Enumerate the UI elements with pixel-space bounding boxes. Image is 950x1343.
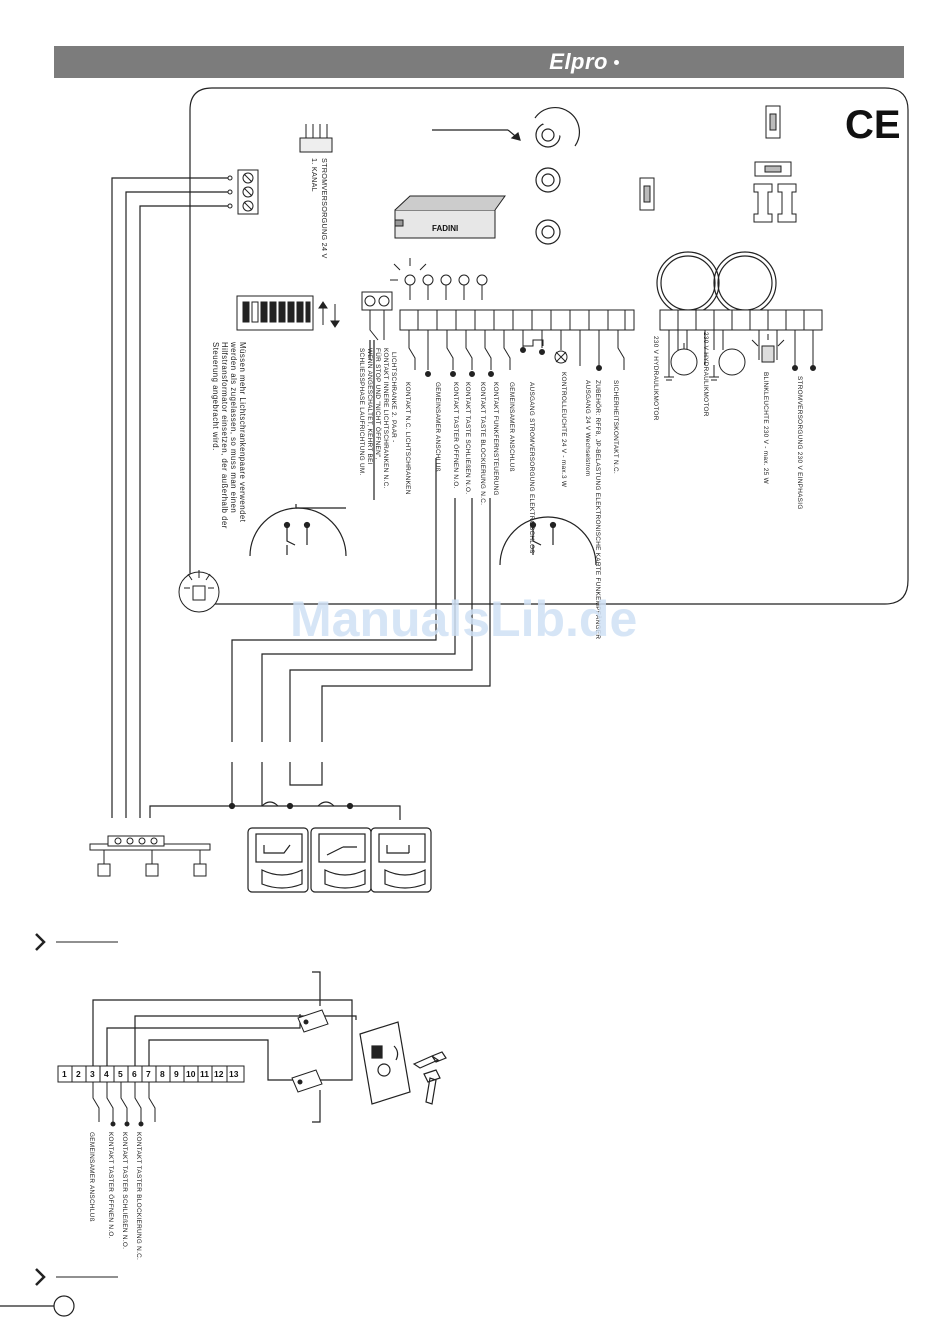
status-leds (390, 258, 488, 300)
photocell-note: LICHTSCHRANKE 2. PAAR - KONTAKT INNERE L… (358, 348, 397, 489)
power-terminal-block (659, 309, 823, 331)
svg-text:KONTAKT TASTER SCHLIEßEN N.O.: KONTAKT TASTER SCHLIEßEN N.O. (121, 1132, 128, 1249)
svg-text:6: 6 (132, 1069, 137, 1079)
watermark: ManualsLib.de (290, 591, 637, 647)
svg-text:werden als zugelassen, so muss: werden als zugelassen, so muss man einen (229, 341, 238, 513)
svg-text:SCHLIESSPHASE LAUFRICHTUNG UM.: SCHLIESSPHASE LAUFRICHTUNG UM. (358, 348, 365, 476)
svg-text:FÜR STOP UND "NICHT ÖFFNEN",: FÜR STOP UND "NICHT ÖFFNEN", (374, 348, 382, 460)
svg-text:3: 3 (90, 1069, 95, 1079)
svg-text:10: 10 (186, 1069, 196, 1079)
svg-text:Steuerung angebracht wird.: Steuerung angebracht wird. (211, 342, 220, 451)
terminal-label: GEMEINSAMER ANSCHLUß (508, 382, 515, 472)
main-terminal-block (399, 309, 635, 331)
svg-text:GEMEINSAMER ANSCHLUß: GEMEINSAMER ANSCHLUß (88, 1132, 95, 1222)
jumper-terminal (361, 291, 393, 341)
svg-text:KONTAKT TASTER BLOCKIERUNG N.C: KONTAKT TASTER BLOCKIERUNG N.C. (135, 1132, 142, 1260)
svg-text:Hilfstransformator einsetzen,: Hilfstransformator einsetzen, der außerh… (220, 342, 229, 529)
terminal-label: KONTAKT FUNKFERNSTEUERUNG (492, 382, 499, 496)
svg-text:9: 9 (174, 1069, 179, 1079)
channel-label: 1. KANAL (310, 158, 319, 192)
terminal-label: KONTROLLEUCHTE 24 V - max.3 W (560, 372, 567, 488)
motor-label: 230 V HYDRAULIKMOTOR (702, 332, 709, 417)
lower-terminal-block (57, 1065, 245, 1083)
supply-note: Müssen mehr Lichtschrankenpaare verwende… (211, 341, 247, 529)
terminal-label: STROMVERSORGUNG 230 V EINPHASIG (796, 376, 803, 510)
section-marker (35, 933, 118, 1286)
dip-switch (236, 295, 340, 331)
ce-mark: CE (845, 103, 901, 147)
chip-label: FADINI (432, 224, 458, 233)
power-connector (299, 124, 333, 153)
antenna-terminal (227, 169, 259, 215)
pushbutton-boxes (247, 827, 432, 893)
brand-dot (614, 60, 619, 65)
trimmers (432, 107, 580, 245)
terminal-label: KONTAKT TASTER ÖFFNEN N.O. (452, 382, 460, 489)
brand-logo: Elpro (549, 49, 608, 74)
motor-label: 230 V HYDRAULIKMOTOR (652, 336, 659, 421)
svg-text:1: 1 (62, 1069, 67, 1079)
terminal-label: AUSGANG 24 V Wechselstrom (584, 380, 591, 477)
fuse-holders (639, 105, 797, 223)
svg-text:Müssen mehr Lichtschrankenpaar: Müssen mehr Lichtschrankenpaare verwende… (238, 342, 247, 523)
lower-contacts (92, 1082, 156, 1127)
svg-text:LICHTSCHRANKE 2. PAAR -: LICHTSCHRANKE 2. PAAR - (390, 352, 397, 443)
terminal-label: AUSGANG STROMVERSORGUNG ELEKTROSCHLOß (528, 382, 535, 554)
svg-text:WENN ANGESCHALTET, KEHRT BEI: WENN ANGESCHALTET, KEHRT BEI (366, 348, 373, 465)
terminal-label: BLINKLEUCHTE 230 V - max. 25 W (762, 372, 769, 485)
photocell-bar (89, 835, 211, 877)
lower-terminal-numbers: 1 2 3 4 5 6 7 8 9 10 11 12 13 (62, 1069, 239, 1079)
motor-connections (664, 330, 816, 381)
terminal-label: KONTAKT N.C. LICHTSCHRANKEN (404, 382, 411, 495)
svg-text:2: 2 (76, 1069, 81, 1079)
terminal-label: KONTAKT TASTE BLOCKIERUNG N.C. (479, 382, 486, 505)
page-number-circle (0, 1295, 75, 1317)
svg-text:13: 13 (229, 1069, 239, 1079)
svg-text:7: 7 (146, 1069, 151, 1079)
svg-text:KONTAKT TASTER ÖFFNEN N.O.: KONTAKT TASTER ÖFFNEN N.O. (107, 1132, 115, 1239)
svg-text:5: 5 (118, 1069, 123, 1079)
svg-text:KONTAKT INNERE LICHTSCHRANKEN: KONTAKT INNERE LICHTSCHRANKEN N.C. (382, 348, 389, 489)
header-bar: Elpro (54, 46, 904, 78)
key-switch (359, 1021, 447, 1105)
terminal-label-group: KONTAKT N.C. LICHTSCHRANKEN GEMEINSAMER … (404, 332, 803, 639)
svg-text:4: 4 (104, 1069, 109, 1079)
transformers (656, 251, 777, 315)
terminal-contacts (408, 330, 625, 377)
keyswitch-wiring (92, 971, 357, 1123)
micro-switches (291, 1009, 329, 1093)
radio-chip (394, 195, 506, 239)
pushbutton-wiring (149, 458, 491, 820)
antenna-wiring (111, 177, 375, 818)
svg-text:11: 11 (200, 1069, 209, 1079)
terminal-label: SICHERHEITSKONTAKT N.C. (612, 380, 619, 474)
power-label: STROMVERSORGUNG 24 V (320, 158, 329, 259)
terminal-label: KONTAKT TASTE SCHLIEßEN N.O. (464, 382, 471, 494)
contact-symbols (249, 504, 597, 566)
board-outline (189, 87, 909, 605)
terminal-label: ZUBEHÖR: RFF8, JP-BELASTUNG ELEKTRONISCH… (594, 380, 602, 639)
lower-label-group: GEMEINSAMER ANSCHLUß KONTAKT TASTER ÖFFN… (88, 1132, 142, 1260)
svg-text:8: 8 (160, 1069, 165, 1079)
svg-text:12: 12 (214, 1069, 224, 1079)
terminal-label: GEMEINSAMER ANSCHLUß (434, 382, 441, 472)
board-led (178, 570, 220, 613)
